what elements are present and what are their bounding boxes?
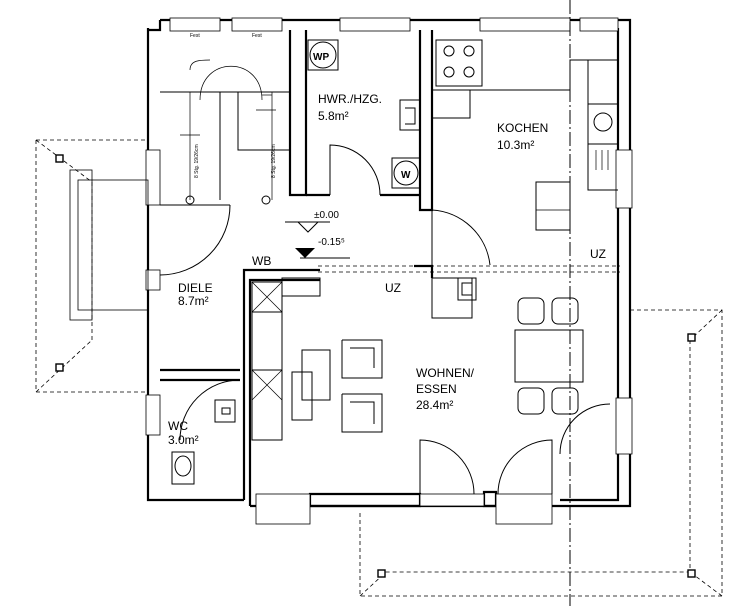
room-area-diele: 8.7m² xyxy=(178,294,209,308)
stair-note-right: 8 Stg. 19/26cm xyxy=(271,144,277,178)
staircase xyxy=(160,59,290,205)
abbr-wb: WB xyxy=(252,254,271,268)
room-name-wohnen-line1: WOHNEN/ xyxy=(416,366,475,380)
room-area-wc: 3.0m² xyxy=(168,433,199,447)
abbr-uz-left: UZ xyxy=(385,281,401,295)
abbr-uz-right: UZ xyxy=(590,247,606,261)
kitchen-counters xyxy=(432,39,619,231)
room-name-wohnen-line2: ESSEN xyxy=(416,382,457,396)
fest-note-left: Fest xyxy=(190,33,200,39)
fest-note-right: Fest xyxy=(252,33,262,39)
room-name-wc: WC xyxy=(168,419,188,433)
canopy-right xyxy=(359,309,723,597)
wc-fixtures xyxy=(171,399,236,485)
room-area-hwr: 5.8m² xyxy=(318,109,349,123)
room-area-kochen: 10.3m² xyxy=(497,138,534,152)
level-upper: ±0.00 xyxy=(314,210,339,221)
stove xyxy=(431,277,477,319)
room-name-hwr: HWR./HZG. xyxy=(318,92,382,106)
hwr-fixtures xyxy=(307,39,421,189)
wardrobe xyxy=(251,277,321,441)
level-lower: -0.15⁵ xyxy=(318,237,345,248)
heat-pump-symbol: WP xyxy=(313,52,329,63)
windows xyxy=(145,17,633,525)
room-name-kochen: KOCHEN xyxy=(497,121,548,135)
washer-symbol: W xyxy=(401,170,411,181)
living-furniture xyxy=(291,339,383,433)
room-area-wohnen: 28.4m² xyxy=(416,398,453,412)
doors xyxy=(159,144,611,495)
room-name-diele: DIELE xyxy=(178,281,213,295)
stair-note-left: 8 Stg. 19/26cm xyxy=(194,144,200,178)
canopy-left xyxy=(35,139,149,393)
level-markers xyxy=(285,221,620,273)
dining-furniture xyxy=(514,297,584,415)
